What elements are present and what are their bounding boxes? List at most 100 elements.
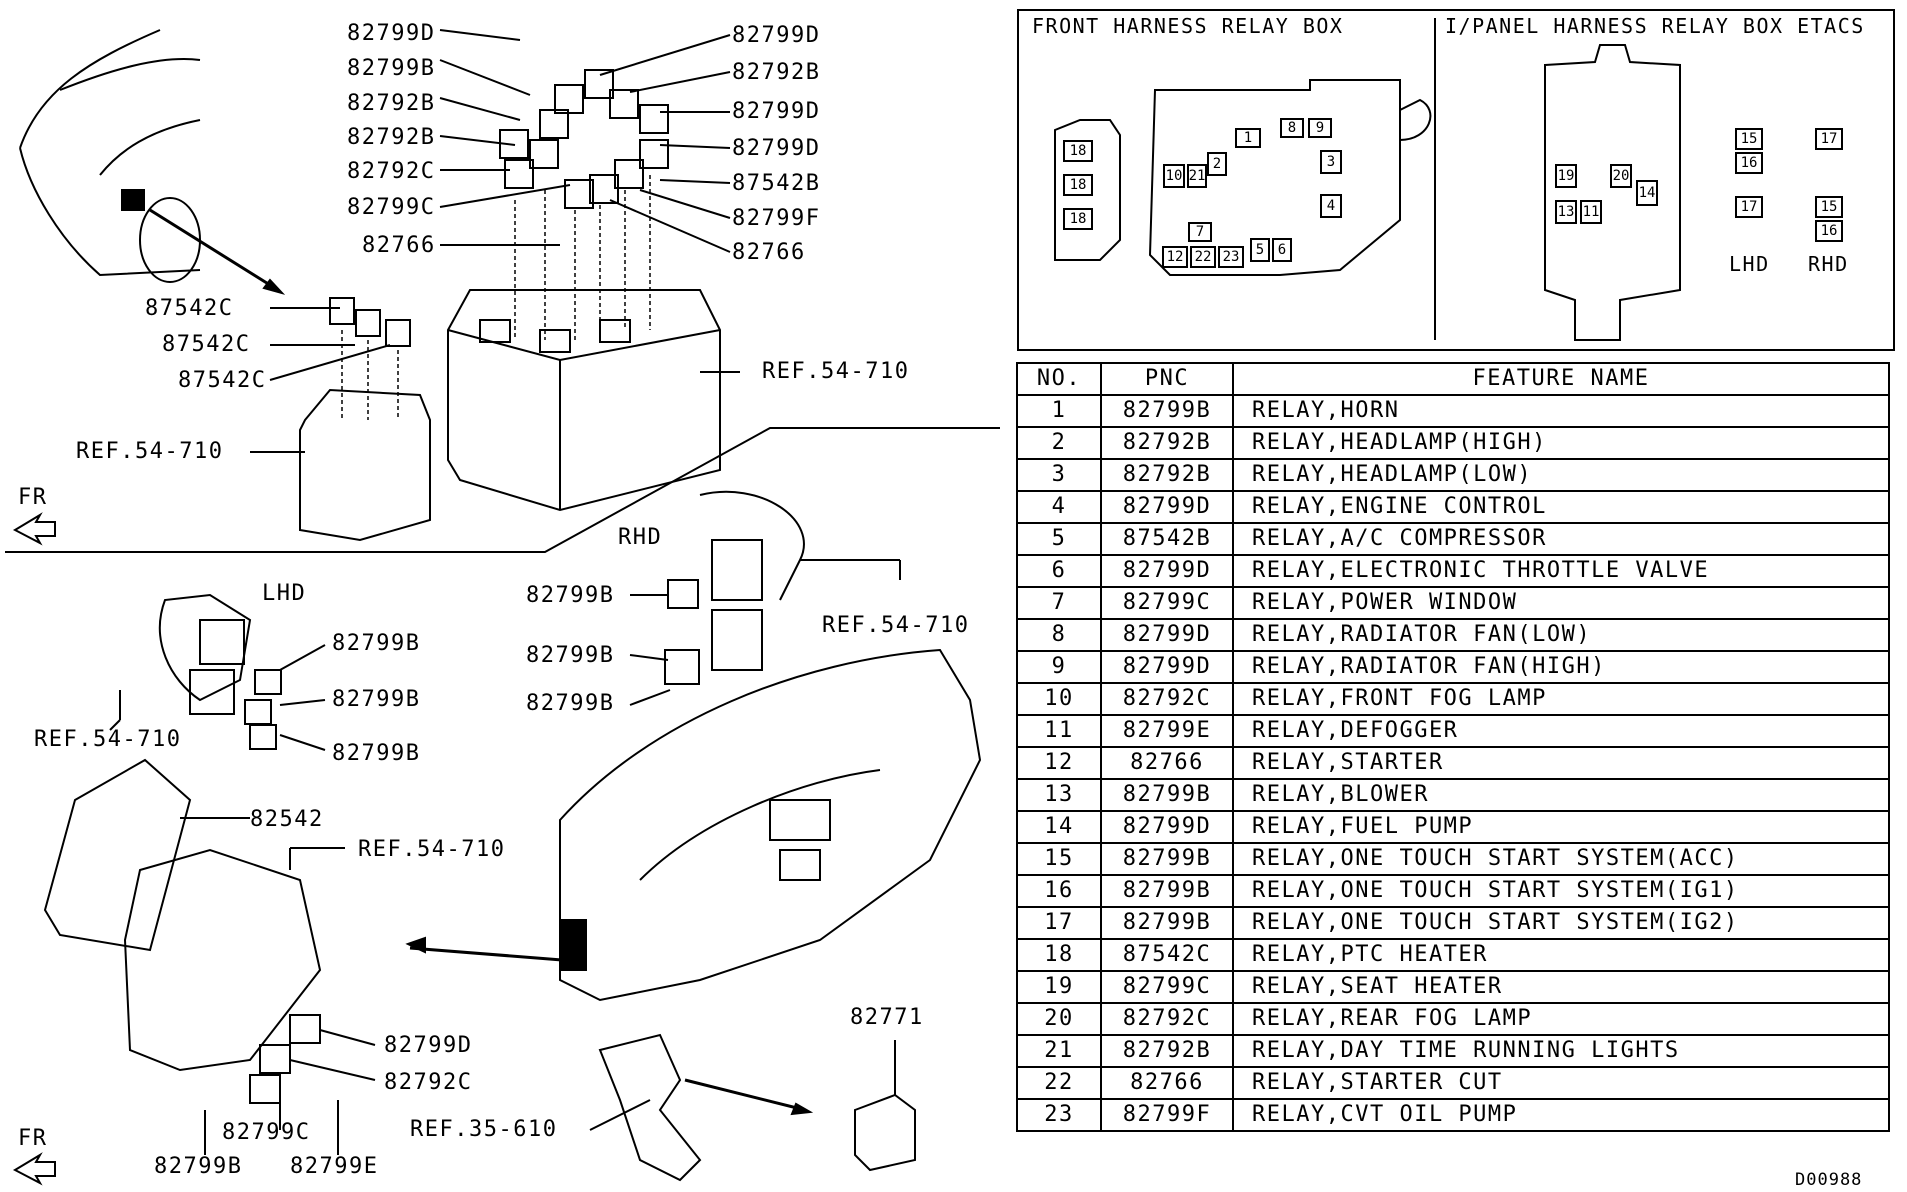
callout-label: 82799B [347,56,436,81]
row-number: 7 [1016,586,1102,620]
callout-label: 82792B [347,125,436,150]
row-number: 20 [1016,1002,1102,1036]
relay-slot: 4 [1320,194,1342,218]
row-pnc: 82799D [1100,554,1234,588]
section-divider [5,427,1000,553]
lhd-connector [158,593,252,702]
relay-slot: 19 [1555,164,1577,188]
rhd-connector [699,490,805,601]
callout-label: 82799B [332,687,421,712]
front-harness-title: FRONT HARNESS RELAY BOX [1032,14,1344,38]
callout-label: 82799D [732,99,821,124]
callout-label: 82766 [362,233,436,258]
pedal-ref: REF.35-610 [410,1117,558,1142]
relay-slot: 2 [1207,152,1227,176]
row-feature: RELAY,HEADLAMP(HIGH) [1232,426,1890,460]
callout-label: 82799B [526,643,615,668]
relay-slot: 3 [1320,150,1342,174]
relay-slot: 11 [1580,200,1602,224]
row-pnc: 82799B [1100,842,1234,876]
relay-slot: 18 [1063,174,1093,196]
row-feature: RELAY,PTC HEATER [1232,938,1890,972]
row-number: 18 [1016,938,1102,972]
row-feature: RELAY,STARTER CUT [1232,1066,1890,1100]
row-pnc: 82799D [1100,810,1234,844]
row-number: 9 [1016,650,1102,684]
relay-slot: 15 [1735,128,1763,150]
front-relay-box [447,289,721,512]
row-number: 22 [1016,1066,1102,1100]
lhd-map-label: LHD [1729,252,1770,276]
relay-slot: 20 [1610,164,1632,188]
row-pnc: 82799E [1100,714,1234,748]
rhd-ref: REF.54-710 [822,613,970,638]
callout-label: 82766 [732,240,806,265]
fr-arrow-top [12,512,56,546]
dashboard [559,648,982,1002]
relay-slot: 6 [1272,238,1292,262]
row-number: 1 [1016,394,1102,428]
row-feature: RELAY,ONE TOUCH START SYSTEM(IG1) [1232,874,1890,908]
relay-slot: 16 [1815,220,1843,242]
callout-label: 82799B [526,691,615,716]
row-number: 10 [1016,682,1102,716]
row-feature: RELAY,STARTER [1232,746,1890,780]
fr-label-top: FR [18,485,48,510]
etacs-label: 82542 [250,807,324,832]
rhd-label: RHD [618,525,663,550]
row-number: 15 [1016,842,1102,876]
row-pnc: 82799B [1100,778,1234,812]
row-pnc: 82799B [1100,394,1234,428]
row-feature: RELAY,ELECTRONIC THROTTLE VALVE [1232,554,1890,588]
relay-slot: 5 [1250,238,1270,262]
row-pnc: 82792B [1100,458,1234,492]
row-feature: RELAY,DEFOGGER [1232,714,1890,748]
callout-label: 82799B [332,631,421,656]
header-no: NO. [1016,362,1102,396]
callout-label: 87542B [732,171,821,196]
relay-slot: 18 [1063,140,1093,162]
ipanel-box-outline [1544,44,1681,341]
etacs-unit [43,758,192,952]
relay-slot: 1 [1235,128,1261,148]
row-number: 16 [1016,874,1102,908]
row-feature: RELAY,RADIATOR FAN(LOW) [1232,618,1890,652]
fr-label-bottom: FR [18,1126,48,1151]
front-box-outline [1148,79,1401,276]
relay-slot: 16 [1735,152,1763,174]
row-feature: RELAY,DAY TIME RUNNING LIGHTS [1232,1034,1890,1068]
row-feature: RELAY,RADIATOR FAN(HIGH) [1232,650,1890,684]
etacs-ref: REF.54-710 [358,837,506,862]
switch-82771 [854,1093,916,1172]
callout-label: 82799B [332,741,421,766]
row-number: 12 [1016,746,1102,780]
row-number: 5 [1016,522,1102,556]
relay-slot: 23 [1218,246,1244,268]
row-pnc: 82799B [1100,906,1234,940]
lhd-ref: REF.54-710 [34,727,182,752]
callout-label: 82799C [347,195,436,220]
callout-label: 82799B [154,1154,243,1179]
row-pnc: 82799D [1100,618,1234,652]
callout-label: 82792C [384,1070,473,1095]
car-outline [19,29,201,277]
switch-label: 82771 [850,1005,924,1030]
callout-label: 87542C [178,368,267,393]
